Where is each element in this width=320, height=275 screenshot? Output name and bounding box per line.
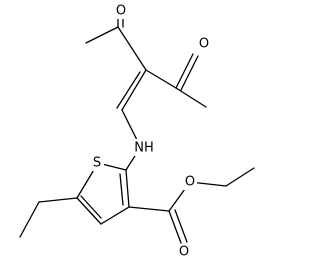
bond-c2-c3-b <box>119 173 124 206</box>
molecule-structure: O O NH S O O <box>19 3 255 260</box>
bond-c4-c5-a <box>76 197 102 225</box>
atom-o-ketone-2: O <box>197 36 211 52</box>
bond-acetyl2-methyl <box>175 87 207 108</box>
bond-ester-co-b <box>174 209 188 243</box>
atom-o-ester-carbonyl: O <box>177 244 191 260</box>
o-ester-carbonyl-label: O <box>179 245 189 260</box>
bond-ester-ch2-ch3 <box>225 167 255 187</box>
atom-labels: O O NH S O O <box>90 3 211 260</box>
bond-calkene-acetyl2 <box>145 69 177 89</box>
bond-c4-c5-b <box>80 195 102 219</box>
atom-nh: NH <box>132 139 156 156</box>
atom-o-ketone-1: O <box>113 3 127 19</box>
bond-c3-c4 <box>100 206 130 225</box>
nh-label: NH <box>134 141 154 156</box>
bond-alkene-a <box>121 69 147 111</box>
bond-acetyl1-calkene <box>117 26 147 71</box>
atom-o-ester-ether: O <box>183 174 197 190</box>
bond-c5-ch2 <box>38 197 78 203</box>
bonds <box>19 11 255 244</box>
s-ring-label: S <box>93 156 101 171</box>
bond-c2-c3-a <box>125 169 130 208</box>
bond-ester-co-a <box>168 210 182 244</box>
bond-acetyl2-co-b <box>180 55 199 91</box>
o-ester-ether-label: O <box>185 175 195 190</box>
bond-acetyl1-methyl <box>85 26 119 44</box>
bond-ch2-ch3 <box>19 201 40 238</box>
o-ketone-2-label: O <box>199 37 209 52</box>
bond-c3-cester <box>128 206 170 212</box>
o-ketone-1-label: O <box>116 4 126 19</box>
bond-alkene-b <box>116 71 141 109</box>
bond-acetyl2-co-a <box>175 53 194 89</box>
atom-s-ring: S <box>90 155 104 171</box>
